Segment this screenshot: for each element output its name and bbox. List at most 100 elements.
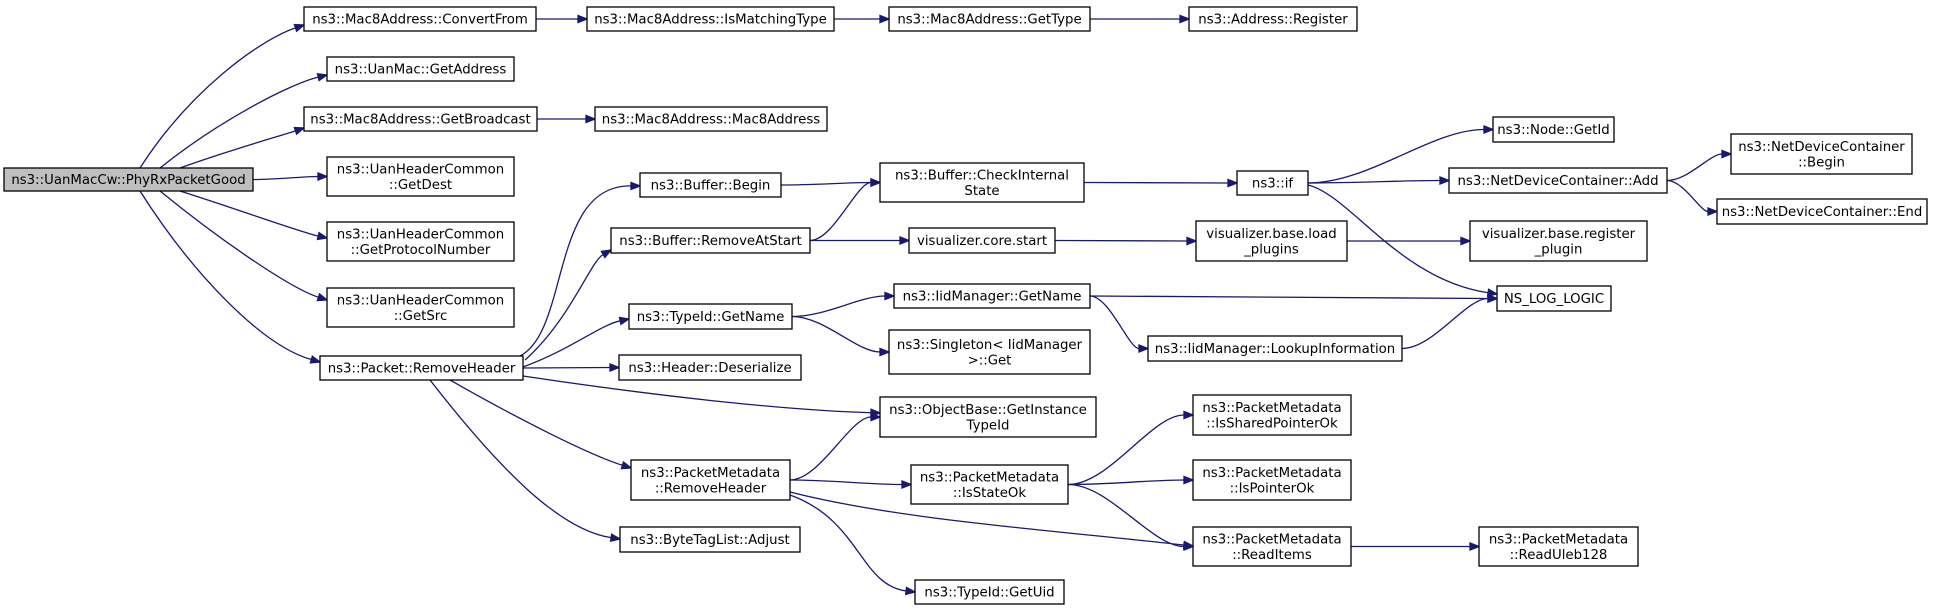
function-node[interactable]: ns3::Node::GetId (1492, 116, 1615, 143)
node-label: visualizer.core.start (917, 234, 1047, 249)
edge-line (252, 175, 319, 181)
edge-n25-n32 (1307, 176, 1451, 185)
function-node[interactable]: ns3::ByteTagList::Adjust (619, 526, 801, 553)
edge-line (789, 491, 1185, 546)
edge-arrowhead (1183, 475, 1195, 485)
node-box (1716, 198, 1928, 225)
root-function-node[interactable]: ns3::UanMacCw::PhyRxPacketGood (3, 167, 254, 192)
edge-n32-n37 (1666, 179, 1719, 216)
edge-n30-n35 (1351, 542, 1481, 551)
function-node[interactable]: ns3::PacketMetadata::IsStateOk (910, 464, 1069, 505)
edge-n25-n31 (1307, 125, 1495, 184)
function-node[interactable]: ns3::NetDeviceContainer::Begin (1730, 133, 1913, 175)
edge-n11-n16 (449, 379, 633, 470)
edge-arrowhead (1483, 125, 1495, 134)
edge-n2-n3 (834, 14, 891, 24)
function-node[interactable]: ns3::PacketMetadata::ReadItems (1192, 526, 1352, 567)
function-node[interactable]: ns3::IidManager::LookupInformation (1147, 335, 1403, 362)
node-box (586, 6, 835, 32)
function-node[interactable]: ns3::TypeId::GetName (628, 303, 793, 330)
function-node[interactable]: ns3::UanMac::GetAddress (326, 56, 515, 82)
edge-n14-n21 (791, 315, 891, 357)
node-label: ns3::PacketMetadata (1489, 532, 1628, 547)
edge-n1-n2 (536, 14, 589, 24)
function-node[interactable]: ns3::Buffer::Begin (639, 172, 782, 198)
node-box (630, 459, 791, 501)
function-node[interactable]: ns3::TypeId::GetUid (914, 579, 1065, 605)
edge-line (780, 181, 872, 186)
node-box (908, 227, 1056, 254)
node-box (879, 396, 1097, 438)
edge-n11-n12 (519, 181, 642, 357)
edge-line (429, 379, 612, 539)
function-node[interactable]: ns3::NetDeviceContainer::Add (1448, 167, 1668, 194)
edge-line (1307, 128, 1485, 184)
node-label: ns3::if (1252, 177, 1293, 192)
edge-n11-n15 (522, 363, 621, 372)
function-node[interactable]: visualizer.base.register_plugin (1469, 220, 1648, 262)
function-node[interactable]: ns3::IidManager::GetName (893, 283, 1091, 309)
edge-line (139, 27, 296, 169)
function-node[interactable]: ns3::UanHeaderCommon::GetSrc (326, 287, 515, 328)
node-box (594, 106, 828, 132)
function-node[interactable]: NS_LOG_LOGIC (1496, 285, 1612, 312)
edge-arrowhead (879, 347, 891, 357)
function-node[interactable]: ns3::PacketMetadata::RemoveHeader (630, 459, 791, 501)
function-node[interactable]: ns3::UanHeaderCommon::GetDest (326, 156, 515, 197)
edge-arrowhead (317, 172, 329, 181)
function-node[interactable]: ns3::Mac8Address::Mac8Address (594, 106, 828, 132)
function-node[interactable]: ns3::Header::Deserialize (618, 354, 802, 381)
function-node[interactable]: ns3::Mac8Address::GetType (888, 6, 1091, 32)
node-box (1492, 116, 1615, 143)
node-box (1496, 285, 1612, 312)
node-box (618, 354, 802, 381)
edge-n20-n27 (1089, 295, 1150, 353)
function-node[interactable]: visualizer.core.start (908, 227, 1056, 254)
node-box (1730, 133, 1913, 175)
function-node[interactable]: visualizer.base.load_plugins (1195, 220, 1348, 262)
edge-arrowhead (1469, 542, 1481, 551)
function-node[interactable]: ns3::if (1236, 170, 1309, 196)
edge-n0-n1 (139, 23, 306, 169)
edge-arrowhead (293, 23, 306, 33)
function-node[interactable]: ns3::Mac8Address::ConvertFrom (303, 6, 537, 32)
function-node[interactable]: ns3::UanHeaderCommon::GetProtocolNumber (326, 221, 515, 262)
function-node[interactable]: ns3::Singleton< IidManager>::Get (888, 329, 1091, 375)
node-box (1469, 220, 1648, 262)
edge-line (1307, 179, 1441, 184)
node-label: ns3::ObjectBase::GetInstance (889, 403, 1087, 418)
node-label: ns3::PacketMetadata (1202, 532, 1341, 547)
function-node[interactable]: ns3::Mac8Address::GetBroadcast (303, 106, 538, 132)
edge-n16-n24 (789, 494, 917, 596)
function-node[interactable]: ns3::PacketMetadata::IsSharedPointerOk (1192, 394, 1352, 436)
node-box (326, 56, 515, 82)
function-node[interactable]: ns3::PacketMetadata::ReadUleb128 (1478, 526, 1639, 567)
node-label: ::GetSrc (394, 309, 448, 324)
function-node[interactable]: ns3::Packet::RemoveHeader (319, 355, 524, 381)
edge-arrowhead (1183, 410, 1195, 420)
node-box (893, 283, 1091, 309)
node-label: ::GetProtocolNumber (351, 243, 491, 258)
function-node[interactable]: ns3::Buffer::RemoveAtStart (610, 227, 811, 254)
edge-line (1307, 184, 1489, 294)
function-node[interactable]: ns3::Mac8Address::IsMatchingType (586, 6, 835, 32)
edge-line (522, 366, 611, 369)
node-box (888, 6, 1091, 32)
edge-arrowhead (293, 126, 306, 136)
node-box (888, 329, 1091, 375)
node-label: ns3::TypeId::GetName (637, 310, 785, 325)
node-label: ::IsStateOk (953, 486, 1026, 501)
node-box (3, 167, 254, 192)
edge-arrowhead (620, 460, 633, 470)
edge-n32-n36 (1666, 149, 1733, 182)
edge-n6-n7 (536, 114, 597, 124)
function-node[interactable]: ns3::PacketMetadata::IsPointerOk (1192, 459, 1352, 501)
function-node[interactable]: ns3::Address::Register (1188, 6, 1358, 32)
function-node[interactable]: ns3::NetDeviceContainer::End (1716, 198, 1928, 225)
node-box (628, 303, 793, 330)
edge-n27-n33 (1401, 294, 1499, 350)
node-label: ns3::Singleton< IidManager (897, 338, 1083, 353)
edge-n13-n19 (810, 236, 911, 245)
